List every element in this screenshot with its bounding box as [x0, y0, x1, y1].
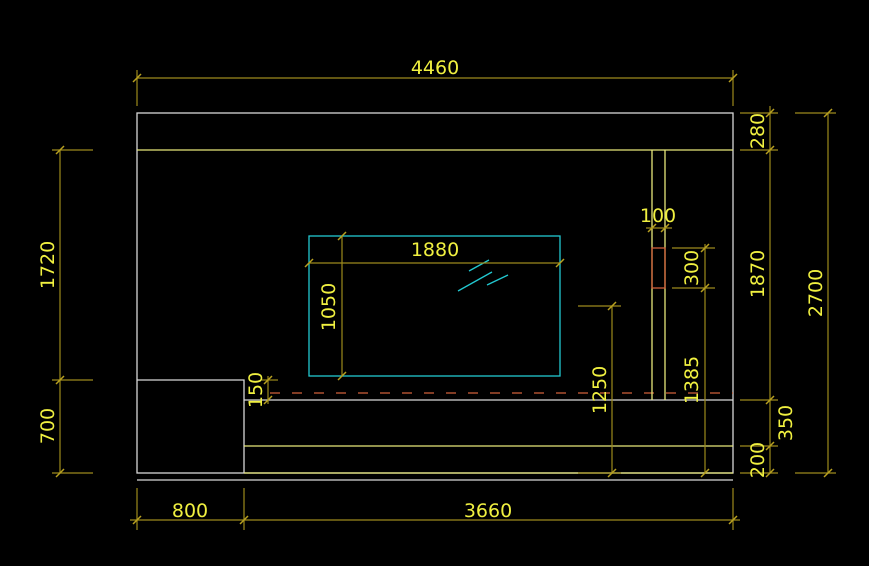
left-cabinet — [137, 379, 245, 473]
dim-tv-height: 1050 — [318, 283, 340, 331]
dimension-ticks — [55, 73, 833, 525]
dim-total-height: 2700 — [805, 269, 827, 317]
dim-tv-cabinet-width: 3660 — [464, 500, 512, 522]
wall-outline — [136, 112, 734, 481]
tv-cabinet — [244, 392, 733, 474]
dim-left-upper-height: 1720 — [37, 241, 59, 289]
dim-left-cabinet-width: 800 — [172, 500, 208, 522]
dim-ceiling-band: 280 — [747, 113, 769, 149]
dim-left-lower-height: 700 — [37, 408, 59, 444]
glare-icon — [468, 259, 490, 272]
dim-tv-width: 1880 — [411, 239, 459, 261]
dim-gap-above-cabinet: 150 — [245, 372, 267, 408]
tv-screen — [308, 235, 561, 377]
column — [651, 150, 666, 400]
dim-wall-height: 1870 — [747, 250, 769, 298]
dim-socket-level: 1385 — [681, 356, 703, 404]
dim-overall-width: 4460 — [411, 57, 459, 79]
dim-socket-height: 300 — [681, 250, 703, 286]
dim-cabinet-height: 350 — [775, 405, 797, 441]
dim-column-width: 100 — [640, 205, 676, 227]
dimension-lines — [52, 70, 836, 530]
dim-plinth-height: 200 — [747, 442, 769, 478]
dim-tv-center-height: 1250 — [589, 366, 611, 414]
socket-box — [651, 247, 666, 289]
